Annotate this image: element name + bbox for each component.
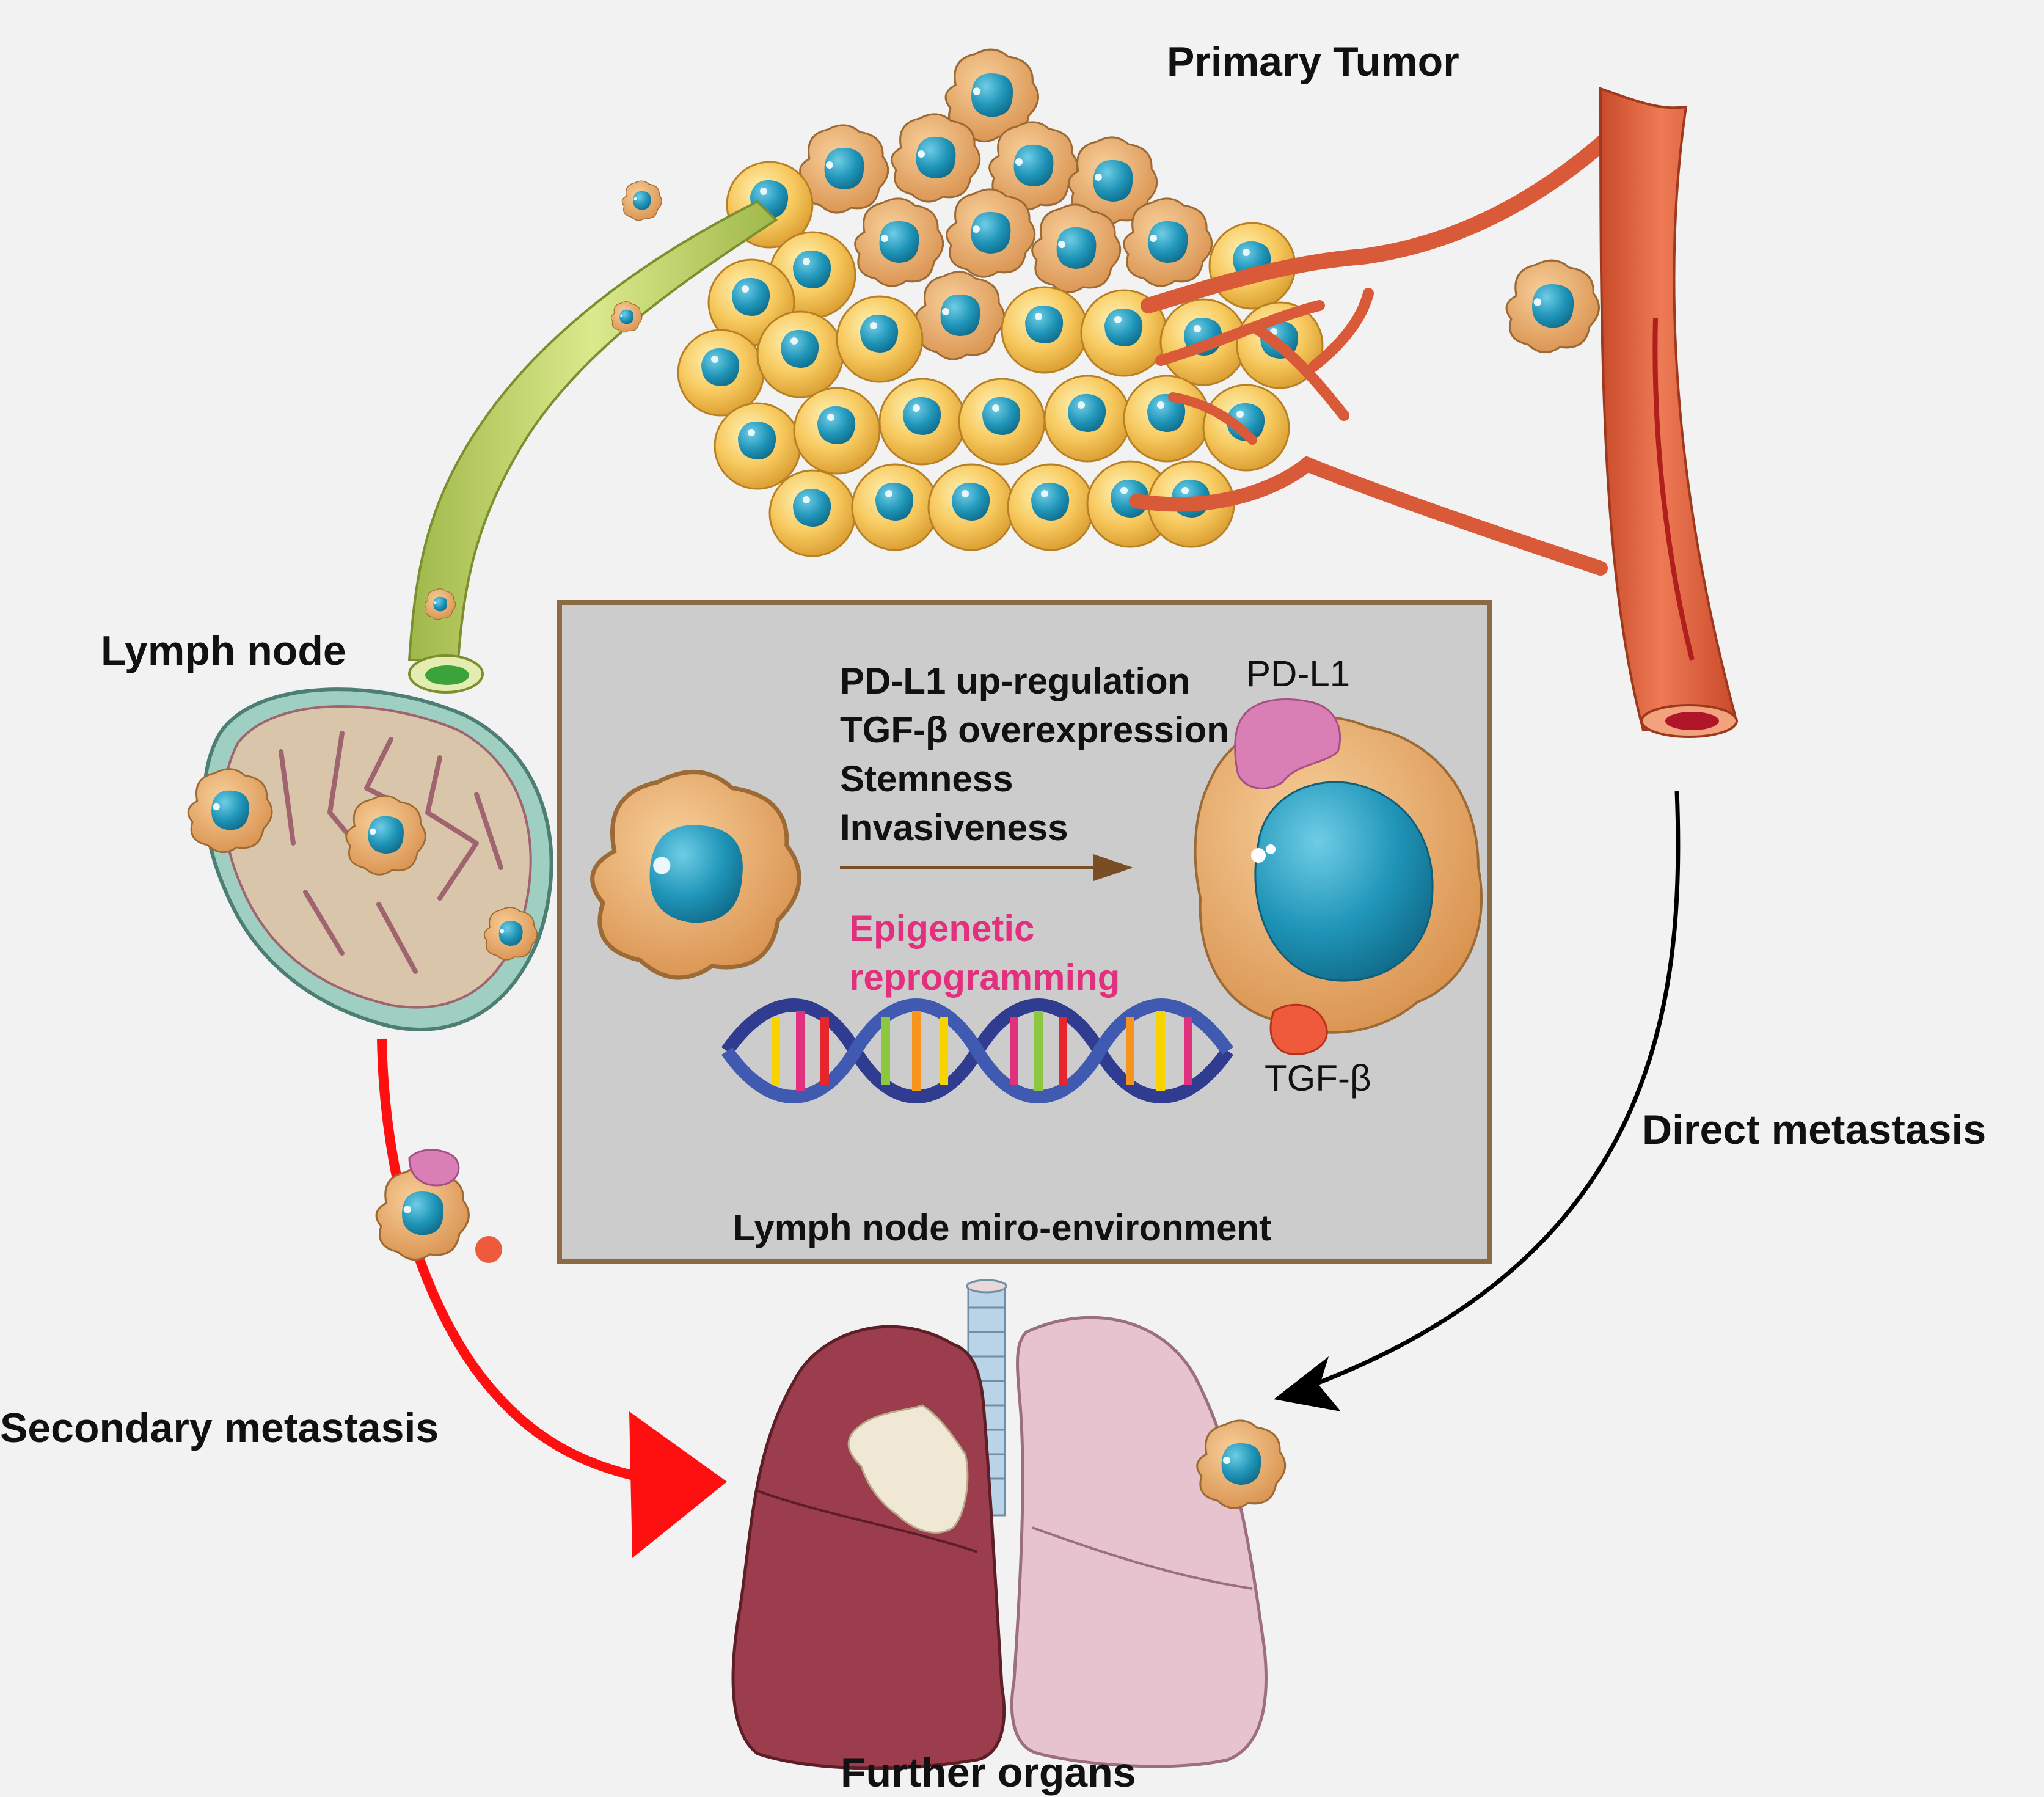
tgfb-receptor [1269,1003,1328,1056]
primary-tumor-label: Primary Tumor [1167,38,1459,85]
change-item: TGF-β overexpression [840,709,1229,750]
reprogramming-arrow [840,854,1133,881]
change-item: Stemness [840,758,1013,799]
direct-metastasis-arrow [1274,791,1681,1411]
lymph-node [187,687,553,1031]
reprogramming-label: reprogramming [849,957,1120,998]
lungs [731,1279,1287,1770]
direct-metastasis-label: Direct metastasis [1642,1107,1987,1153]
secondary-metastasis-arrow [375,1038,727,1558]
epigenetic-label: Epigenetic [849,908,1035,949]
pdl1-receptor [1234,698,1341,789]
tumor-mass [847,1404,969,1534]
secondary-metastasis-label: Secondary metastasis [0,1405,439,1451]
tumor-cell-before [593,772,800,978]
change-item: Invasiveness [840,807,1068,848]
blood-vessel [1129,87,1738,738]
change-item: PD-L1 up-regulation [840,661,1191,701]
microenvironment-caption: Lymph node miro-environment [733,1207,1272,1248]
primary-tumor-cluster [677,48,1324,557]
tgfb-label: TGF-β [1265,1058,1371,1099]
lymph-node-label: Lymph node [101,628,346,674]
pdl1-label: PD-L1 [1246,653,1351,694]
lymphatic-vessel [407,180,778,694]
dna-helix [721,998,1234,1103]
further-organs-label: Further organs [841,1749,1136,1796]
tumor-cell-after [1194,698,1483,1056]
